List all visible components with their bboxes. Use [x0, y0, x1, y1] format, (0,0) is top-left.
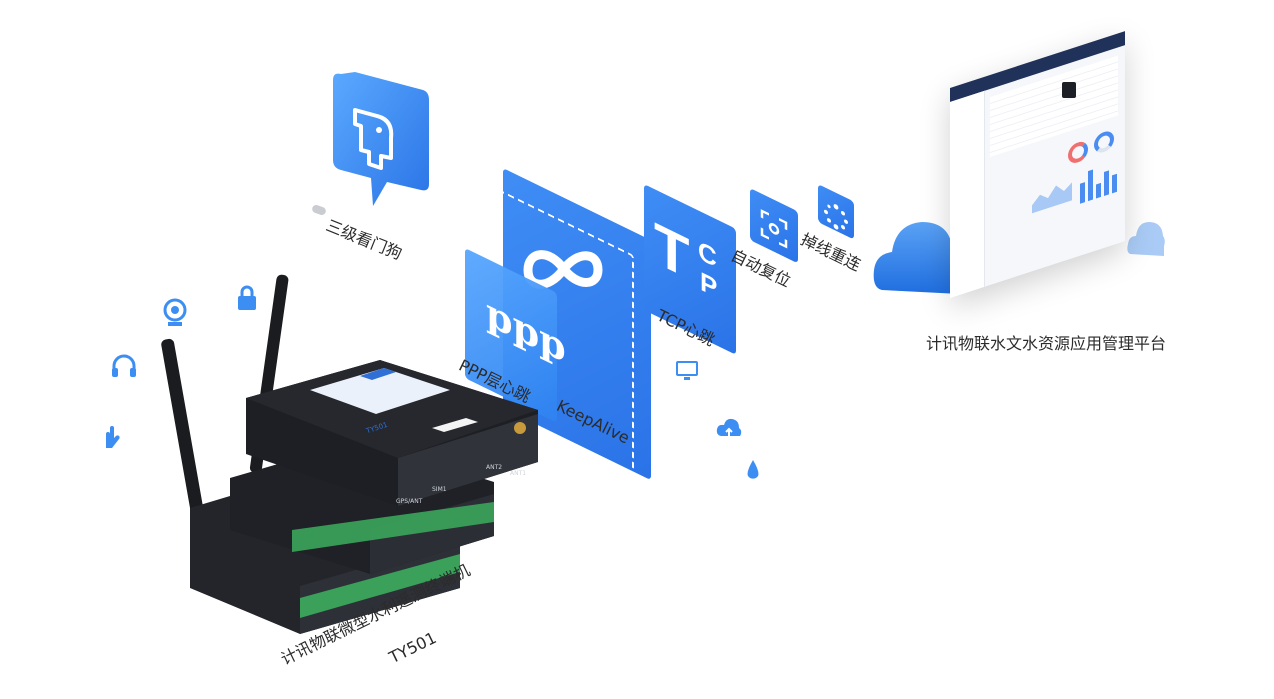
water-drop-icon — [746, 460, 760, 487]
reconnect-icon — [822, 196, 850, 238]
platform-dashboard — [950, 31, 1125, 299]
cloud-upload-icon — [716, 416, 742, 445]
reset-icon — [760, 208, 788, 250]
device-port-gps: GPS/ANT — [396, 498, 423, 505]
watchdog-label: 三级看门狗 — [323, 215, 405, 264]
dashboard-search-button[interactable] — [1062, 82, 1076, 98]
device-stack — [160, 268, 560, 648]
dashboard-bar-chart — [1078, 157, 1118, 204]
dashboard-donut-chart-2 — [1094, 128, 1114, 156]
watchdog-tile — [333, 72, 429, 207]
camera-icon — [162, 298, 188, 333]
device-port-ant2: ANT2 — [486, 464, 503, 471]
device-port-sim: SIM1 — [432, 486, 447, 493]
dashboard-sidebar — [950, 90, 985, 298]
dashboard-area-chart — [1032, 174, 1072, 214]
watchdog-bullet — [311, 203, 327, 217]
cloud-icon-right — [1126, 212, 1166, 258]
infinity-icon — [518, 240, 608, 300]
platform-label: 计讯物联水文水资源应用管理平台 — [926, 334, 1167, 353]
hand-icon — [100, 424, 120, 455]
watchdog-icon — [333, 72, 429, 206]
dashboard-donut-chart — [1068, 139, 1088, 166]
cloud-icon-large — [872, 198, 962, 298]
lock-icon — [236, 284, 258, 317]
reconnect-label: 掉线重连 — [797, 229, 864, 275]
headset-icon — [110, 352, 138, 385]
device-port-ant1: ANT1 — [510, 470, 527, 477]
monitor-icon — [676, 360, 698, 387]
